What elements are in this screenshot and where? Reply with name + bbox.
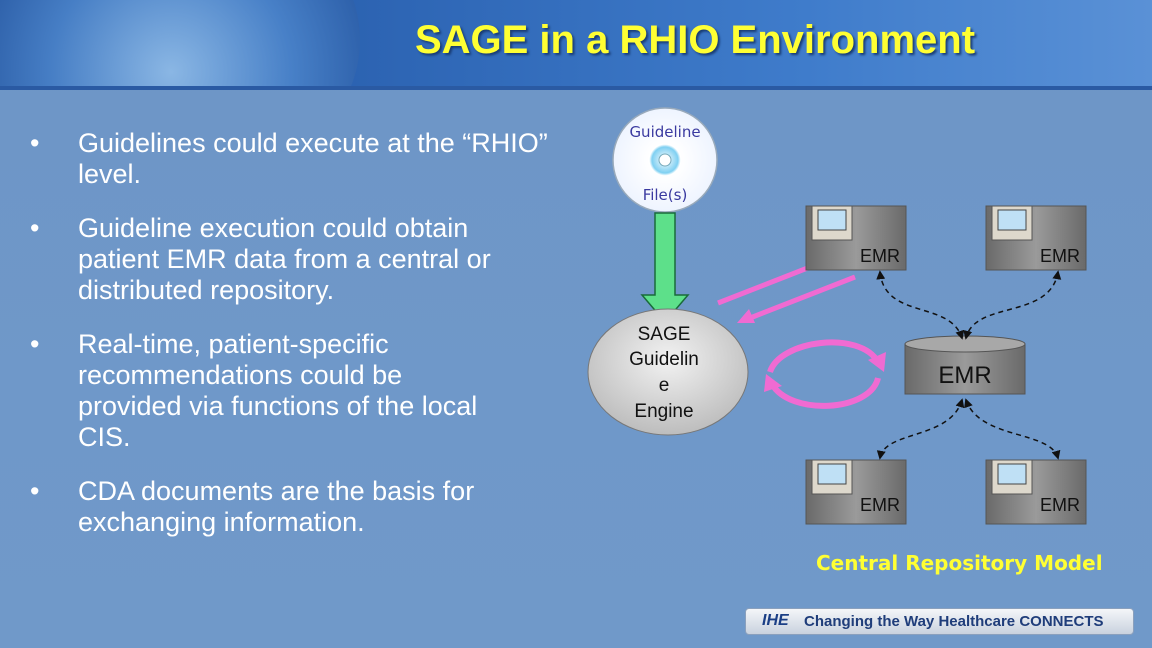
link-top-left (876, 270, 965, 340)
emr-node-top-left: EMR (805, 205, 907, 271)
sync-cycle-arrows (764, 339, 886, 409)
emr-label: EMR (860, 246, 900, 266)
link-bottom-left (876, 398, 965, 460)
slide-title: SAGE in a RHIO Environment (414, 18, 976, 62)
bullet-marker: • (30, 476, 40, 506)
engine-shape (587, 308, 749, 436)
emr-central-repository: EMR (904, 335, 1026, 395)
sage-engine: SAGE Guidelin e Engine (587, 308, 749, 436)
bullet-text: Real-time, patient-specific recommendati… (78, 329, 478, 452)
disc-bottom-label: File(s) (643, 186, 688, 204)
cycle-arrow-bottom (769, 376, 881, 409)
ihe-logo: IHE (762, 612, 789, 629)
repository-links (876, 270, 1062, 460)
diagram-caption: Central Repository Model (816, 551, 1103, 575)
emr-node-top-right: EMR (985, 205, 1087, 271)
bullet-text: Guideline execution could obtain patient… (78, 213, 491, 305)
emr-node-bottom-right: EMR (985, 459, 1087, 525)
bullet-item: • Guideline execution could obtain patie… (30, 213, 550, 306)
monitor-screen (817, 463, 847, 485)
emr-label: EMR (1040, 495, 1080, 515)
bullet-item: • Guidelines could execute at the “RHIO”… (30, 128, 550, 190)
disc-hole (658, 153, 672, 167)
footer-banner: IHE Changing the Way Healthcare CONNECTS (745, 608, 1134, 635)
link-bottom-right (964, 398, 1061, 460)
arrow-from-emr (744, 274, 856, 323)
arrow-head (764, 374, 782, 392)
footer-tagline: Changing the Way Healthcare CONNECTS (804, 613, 1104, 630)
bullet-list: • Guidelines could execute at the “RHIO”… (30, 128, 550, 561)
banner-edge (0, 86, 1152, 90)
monitor-screen (817, 209, 847, 231)
emr-label: EMR (1040, 246, 1080, 266)
emr-node-bottom-left: EMR (805, 459, 907, 525)
engine-line: Guidelin (629, 349, 699, 370)
globe-graphic (0, 0, 360, 90)
bullet-marker: • (30, 213, 40, 243)
bullet-marker: • (30, 128, 40, 158)
emr-label: EMR (860, 495, 900, 515)
bullet-item: • Real-time, patient-specific recommenda… (30, 329, 488, 453)
bullet-text: Guidelines could execute at the “RHIO” l… (78, 128, 548, 189)
monitor-screen (997, 463, 1027, 485)
link-top-right (963, 270, 1062, 340)
monitor-screen (997, 209, 1027, 231)
bullet-item: • CDA documents are the basis for exchan… (30, 476, 550, 538)
bullet-marker: • (30, 329, 40, 359)
guideline-disc: Guideline File(s) (612, 107, 718, 213)
arrow-head (868, 352, 886, 372)
cycle-arrow-top (767, 339, 881, 374)
engine-line: Engine (634, 401, 693, 422)
download-arrow (640, 212, 690, 324)
bullet-text: CDA documents are the basis for exchangi… (78, 476, 475, 537)
disc-top-label: Guideline (629, 123, 700, 141)
arrow-head (737, 309, 755, 323)
title-banner (0, 0, 1152, 90)
emr-central-label: EMR (938, 362, 991, 389)
engine-line: e (659, 375, 670, 396)
cylinder-top (904, 335, 1026, 353)
engine-line: SAGE (638, 324, 691, 345)
